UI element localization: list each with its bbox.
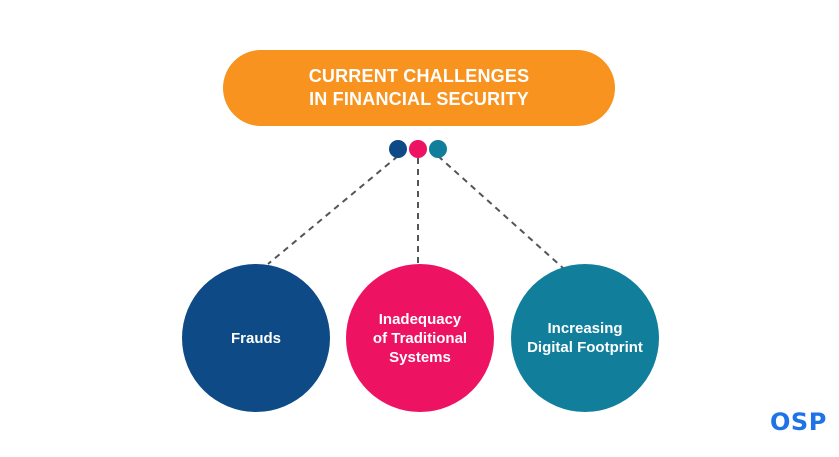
title-banner: CURRENT CHALLENGES IN FINANCIAL SECURITY <box>223 50 615 126</box>
node-digital-footprint-line-1: Increasing <box>547 320 623 337</box>
dot-teal <box>429 140 447 158</box>
node-inadequacy-line-1: Inadequacy <box>378 310 462 328</box>
osp-logo: OSP <box>770 408 827 436</box>
node-inadequacy: Inadequacy of Traditional Systems <box>346 264 494 412</box>
node-inadequacy-line-3: Systems <box>389 348 451 366</box>
connector-digital-footprint <box>437 155 564 269</box>
node-frauds-label: Frauds <box>230 329 281 347</box>
node-inadequacy-line-2: of Traditional <box>372 329 468 347</box>
node-digital-footprint: Increasing Digital Footprint <box>511 264 659 412</box>
node-frauds: Frauds <box>182 264 330 412</box>
connector-frauds <box>267 155 399 265</box>
title-line-2: IN FINANCIAL SECURITY <box>309 89 529 109</box>
dot-navy <box>389 140 407 158</box>
dot-pink <box>409 140 427 158</box>
node-digital-footprint-line-2: Digital Footprint <box>527 339 643 356</box>
title-line-1: CURRENT CHALLENGES <box>308 66 530 86</box>
